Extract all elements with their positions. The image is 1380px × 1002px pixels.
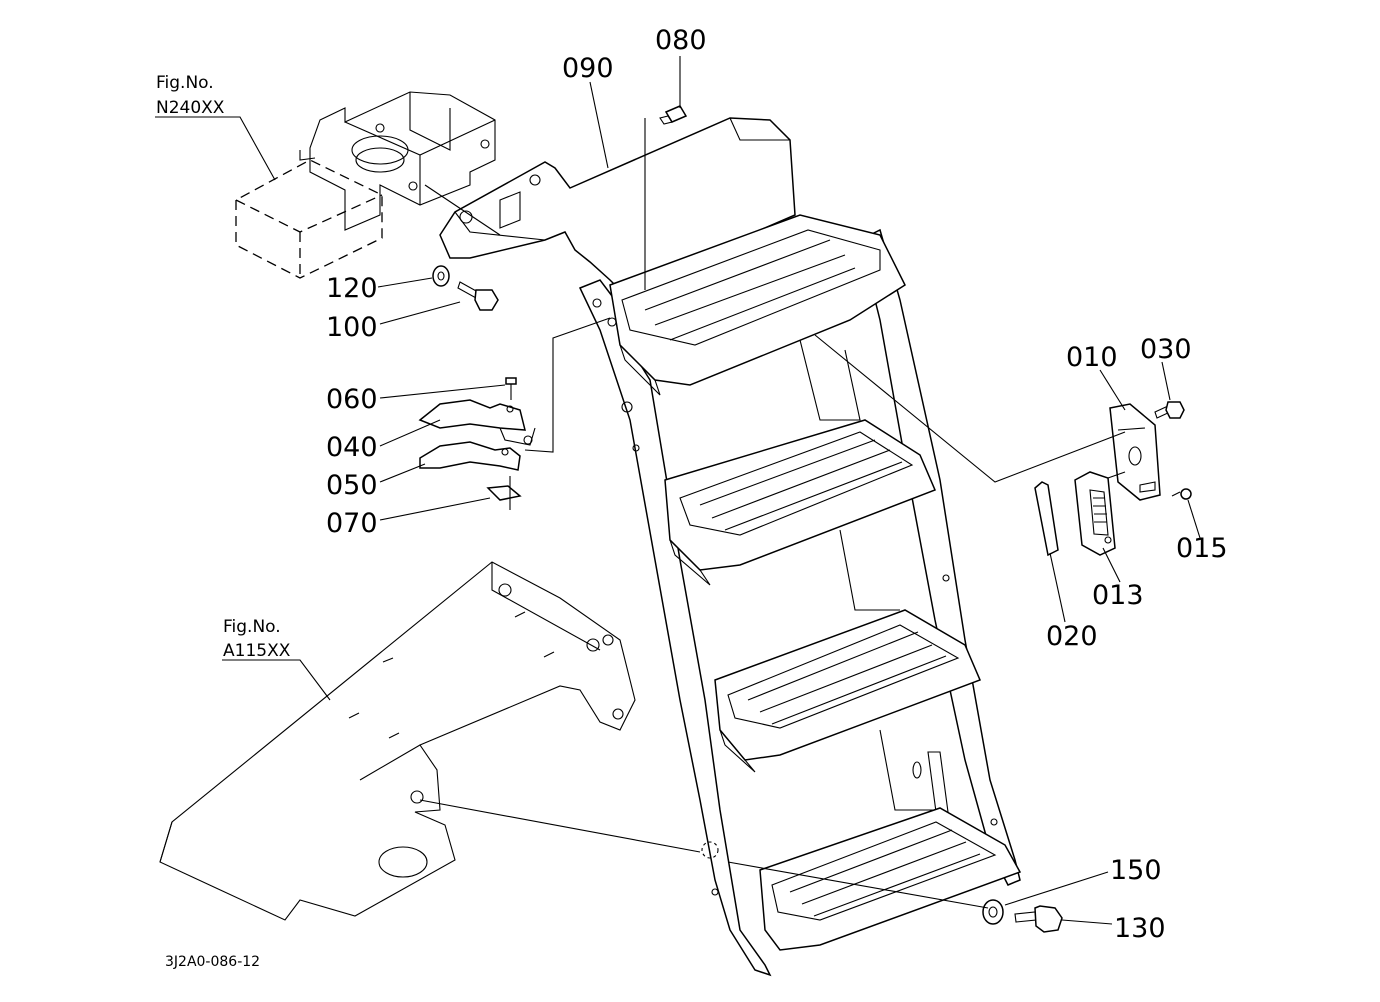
drawing-code: 3J2A0-086-12: [165, 954, 260, 970]
label-080: 080: [655, 25, 707, 56]
assembly-guide-lines: [419, 118, 1126, 909]
label-100: 100: [326, 312, 378, 343]
bracket-050: [419, 441, 521, 471]
label-150: 150: [1110, 855, 1162, 886]
bracket-010: [1109, 403, 1161, 501]
label-050: 050: [326, 470, 378, 501]
ref-assembly-n240xx: [235, 91, 496, 279]
step-ladder-assembly: [439, 117, 1021, 977]
ref-floor-plate-a115xx: [159, 561, 636, 921]
bolt-130: [1014, 905, 1063, 933]
bolt-030: [1154, 401, 1185, 419]
label-120: 120: [326, 273, 378, 304]
label-013: 013: [1092, 580, 1144, 611]
bolt-080: [659, 105, 688, 125]
screw-060: [505, 377, 517, 400]
label-010: 010: [1066, 342, 1118, 373]
step-tread-2: [664, 419, 936, 586]
leader-lines: [155, 56, 1201, 925]
label-030: 030: [1140, 334, 1192, 365]
nut-plate-070: [486, 476, 522, 510]
washer-120: [432, 265, 450, 287]
label-130: 130: [1114, 913, 1166, 944]
screw-015: [1171, 488, 1192, 500]
fig-ref-a115-line2: A115XX: [223, 641, 291, 661]
bracket-040: [418, 399, 536, 446]
step-tread-3: [714, 609, 981, 773]
figure-references: Fig.No. N240XX Fig.No. A115XX: [156, 73, 291, 661]
label-040: 040: [326, 432, 378, 463]
fig-ref-n240-line2: N240XX: [156, 98, 225, 118]
fig-ref-a115-line1: Fig.No.: [223, 617, 281, 637]
strip-020: [1034, 481, 1059, 557]
label-015: 015: [1176, 533, 1228, 564]
label-020: 020: [1046, 621, 1098, 652]
fig-ref-n240-line1: Fig.No.: [156, 73, 214, 93]
step-tread-1: [609, 214, 906, 396]
part-labels: 080 090 120 100 060 040 050 070 010 030 …: [326, 25, 1228, 944]
bolt-100: [457, 281, 499, 311]
label-090: 090: [562, 53, 614, 84]
housing-013: [1074, 471, 1116, 556]
label-070: 070: [326, 508, 378, 539]
step-tread-4: [759, 807, 1022, 951]
label-060: 060: [326, 384, 378, 415]
washer-150: [982, 899, 1004, 925]
